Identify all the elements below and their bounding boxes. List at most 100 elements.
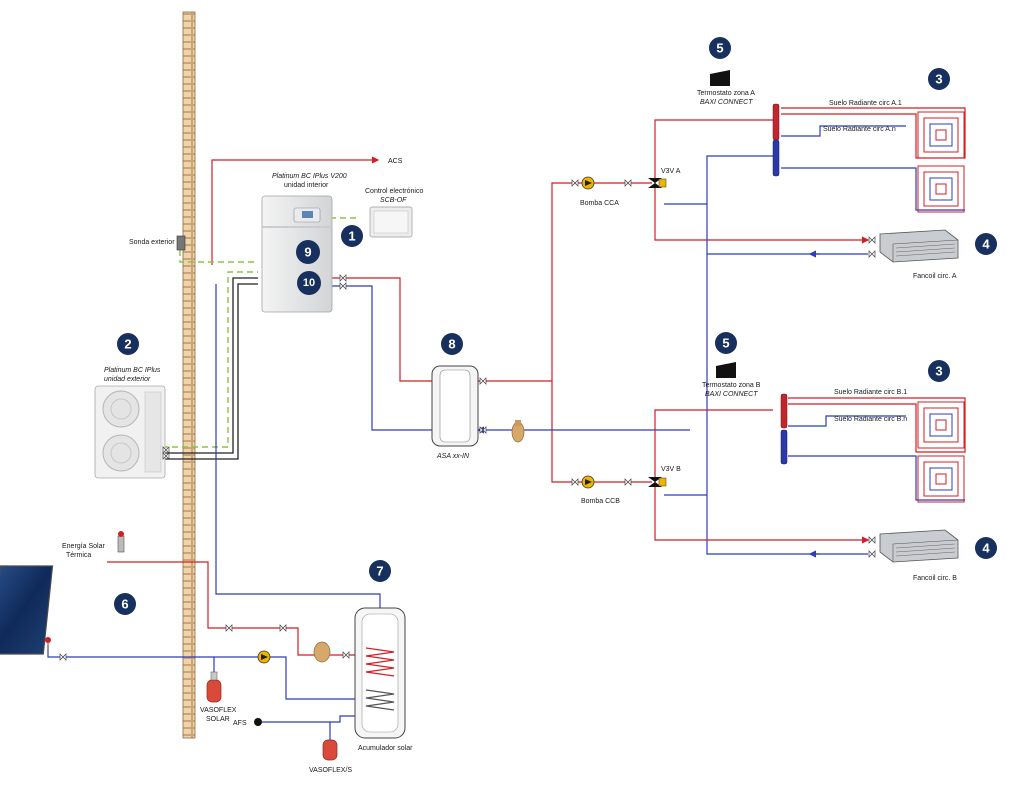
badge-3b: 3 [928, 360, 950, 382]
floor-a1-label: Suelo Radiante circ A.1 [829, 100, 902, 107]
outdoor-unit-cable [162, 271, 258, 448]
floor-a1-supply [781, 107, 966, 159]
hydraulic-separator [511, 420, 525, 443]
heatpump-return-pipe [330, 285, 432, 431]
manifold-b-return [780, 429, 788, 465]
svg-text:5: 5 [716, 41, 723, 56]
fancoil-a-label: Fancoil circ. A [913, 273, 957, 280]
control-box: Control electrónico SCB-OF [365, 188, 423, 238]
acs-label: ACS [388, 158, 403, 165]
vasoflex-solar: VASOFLEX SOLAR [200, 671, 237, 723]
outdoor-sensor-label: Sonda exterior [129, 239, 175, 246]
svg-text:7: 7 [376, 564, 383, 579]
solar-label-line2: Térmica [66, 552, 91, 559]
svg-text:5: 5 [722, 336, 729, 351]
solar-tank-label: Acumulador solar [358, 745, 413, 752]
zone-a-fancoil-supply [654, 183, 870, 244]
valve-a-icon [648, 178, 667, 188]
svg-text:9: 9 [304, 245, 311, 260]
indoor-unit-type: unidad interior [284, 182, 329, 189]
badge-10: 10 [297, 271, 321, 295]
air-vent-icon [117, 531, 125, 553]
callout-badges: 1 2 9 10 8 5 3 4 5 3 4 6 7 [114, 37, 997, 615]
outdoor-unit: Platinum BC IPlus unidad exterior [94, 367, 166, 479]
valve-a-label: V3V A [661, 168, 681, 175]
thermostat-a-brand: BAXI CONNECT [700, 99, 753, 106]
thermostat-a-label: Termostato zona A [697, 90, 755, 97]
afs-label: AFS [233, 720, 247, 727]
floor-bn-label: Suelo Radiante circ B.n [834, 416, 907, 423]
fancoil-b-label: Fancoil circ. B [913, 575, 957, 582]
badge-6: 6 [114, 593, 136, 615]
dhw-coil-supply [215, 284, 381, 608]
badge-7: 7 [369, 560, 391, 582]
control-name: Control electrónico [365, 188, 423, 195]
vasoflex-solar-line2: SOLAR [206, 716, 230, 723]
svg-text:4: 4 [982, 237, 990, 252]
floor-b1-label: Suelo Radiante circ B.1 [834, 389, 907, 396]
floor-an-label: Suelo Radiante circ A.n [823, 126, 896, 133]
zone-a-supply-pipe [654, 119, 773, 183]
badge-5a: 5 [709, 37, 731, 59]
vasoflex-solar-line1: VASOFLEX [200, 707, 237, 714]
badge-4a: 4 [975, 233, 997, 255]
thermostat-b-icon [716, 362, 736, 378]
outdoor-unit-type: unidad exterior [104, 376, 151, 383]
buffer-outlet-pipe-b [551, 381, 652, 483]
badge-8: 8 [441, 333, 463, 355]
floor-a-return-2 [781, 167, 965, 211]
svg-text:3: 3 [935, 364, 942, 379]
solar-panel: Energía Solar Térmica [0, 531, 125, 655]
floor-b-return-2 [788, 455, 965, 501]
badge-1: 1 [341, 225, 363, 247]
svg-text:6: 6 [121, 597, 128, 612]
heatpump-flow-pipe [330, 277, 432, 382]
pump-b-label: Bomba CCB [581, 498, 620, 505]
fancoil-a [879, 229, 959, 263]
manifold-a-supply [772, 103, 780, 141]
fancoil-b [879, 529, 959, 563]
floor-loop-b1 [917, 401, 965, 449]
zone-b: Termostato zona B BAXI CONNECT Bomba CCB… [581, 362, 965, 582]
vasoflex-s-label: VASOFLEX/S [309, 767, 352, 774]
svg-text:4: 4 [982, 541, 990, 556]
floor-bn-return [788, 415, 906, 427]
pump-a-icon [581, 176, 595, 190]
cold-water-inlet: AFS [233, 718, 262, 727]
manifold-b-supply [780, 393, 788, 429]
badge-2: 2 [117, 333, 139, 355]
control-model: SCB-OF [380, 197, 407, 204]
zone-a-return-pipe [706, 155, 868, 255]
inline-valves [59, 179, 876, 661]
badge-4b: 4 [975, 537, 997, 559]
badge-3a: 3 [928, 68, 950, 90]
svg-text:10: 10 [303, 277, 315, 289]
outdoor-unit-name: Platinum BC IPlus [104, 367, 161, 374]
pump-a-label: Bomba CCA [580, 200, 619, 207]
zone-b-supply-pipe [654, 409, 773, 482]
solar-controller [313, 641, 331, 663]
solar-tank: Acumulador solar [354, 607, 413, 752]
zone-b-fancoil-supply [654, 482, 870, 544]
solar-return-pipe [47, 645, 356, 700]
cold-water-pipe [262, 715, 360, 723]
thermostat-b-brand: BAXI CONNECT [705, 391, 758, 398]
pump-b-icon [581, 475, 595, 489]
svg-text:8: 8 [448, 337, 455, 352]
acs-pipe [211, 156, 380, 265]
thermostat-a-icon [710, 70, 730, 86]
solar-flow-pipe [107, 561, 356, 656]
badge-9: 9 [296, 240, 320, 264]
outdoor-sensor: Sonda exterior [129, 235, 186, 251]
floor-b1-supply [788, 397, 966, 453]
indoor-unit-name: Platinum BC IPlus V200 [272, 173, 347, 180]
svg-text:2: 2 [124, 337, 131, 352]
zone-a: Termostato zona A BAXI CONNECT Bomba CCA… [580, 70, 965, 280]
badge-5b: 5 [715, 332, 737, 354]
refrigerant-line-2 [162, 283, 258, 460]
valve-b-label: V3V B [661, 466, 681, 473]
valve-b-icon [648, 477, 667, 487]
floor-loop-bn [917, 455, 965, 503]
building-wall [182, 11, 196, 739]
